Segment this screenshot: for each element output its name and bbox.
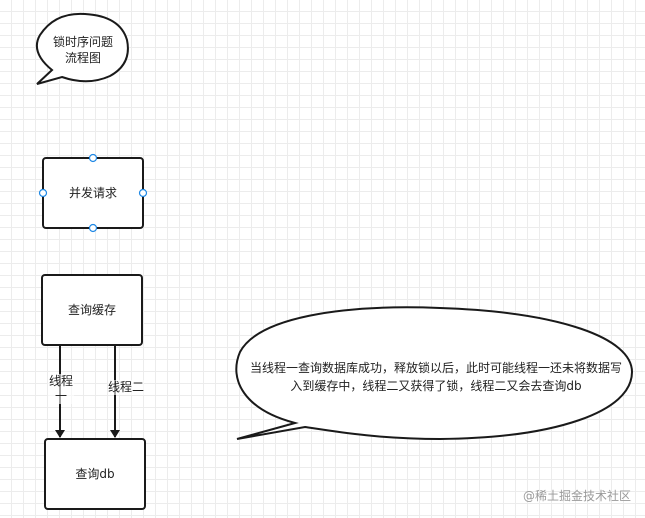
connection-handle-right[interactable] [138, 188, 148, 198]
query-cache-node[interactable] [41, 274, 143, 346]
speech-bubble-note-text: 当线程一查询数据库成功，释放锁以后，此时可能线程一还未将数据写入到缓存中，线程二… [250, 361, 623, 393]
query-cache-label: 查询缓存 [67, 303, 116, 317]
query-db-label: 查询db [75, 467, 115, 481]
concurrent-request-label: 并发请求 [68, 186, 117, 200]
speech-bubble-top-text: 锁时序问题 流程图 [52, 35, 113, 65]
connection-handle-bottom[interactable] [88, 223, 98, 233]
thread-two-label: 线程二 [108, 380, 145, 395]
query-db-node[interactable] [44, 438, 146, 510]
thread-one-label: 线程 一 [48, 374, 74, 404]
connection-handle-top[interactable] [88, 153, 98, 163]
speech-bubble-top[interactable] [36, 12, 129, 85]
speech-bubble-note[interactable] [235, 306, 634, 441]
connection-handle-left[interactable] [38, 188, 48, 198]
watermark-text: @稀土掘金技术社区 [522, 489, 631, 503]
